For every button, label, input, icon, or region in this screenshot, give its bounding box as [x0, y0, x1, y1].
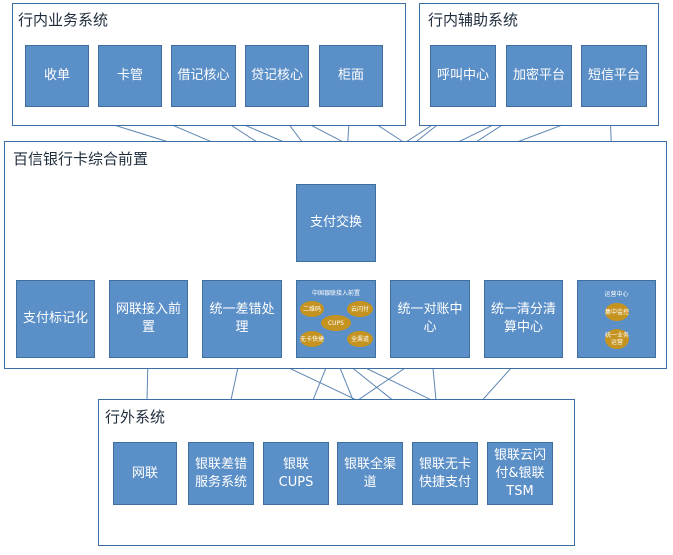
- node-unionpay-all-channel[interactable]: 银联全渠道: [337, 442, 403, 505]
- node-call-center[interactable]: 呼叫中心: [430, 45, 496, 107]
- node-unionpay-error-service[interactable]: 银联差错服务系统: [188, 442, 254, 505]
- node-error-handling[interactable]: 统一差错处理: [202, 280, 282, 358]
- node-encryption[interactable]: 加密平台: [506, 45, 572, 107]
- oval-quanqudao: 全渠道: [347, 331, 373, 347]
- node-clearing[interactable]: 统一清分清算中心: [484, 280, 563, 358]
- node-shoudan[interactable]: 收单: [25, 45, 89, 107]
- internal-business-title: 行内业务系统: [18, 11, 109, 29]
- oval-cups: CUPS: [321, 315, 351, 331]
- node-kaguan[interactable]: 卡管: [98, 45, 162, 107]
- node-wanglian[interactable]: 网联: [113, 442, 177, 505]
- node-unionpay-cloud-tsm[interactable]: 银联云闪付&银联TSM: [487, 442, 553, 505]
- node-jieji-core[interactable]: 借记核心: [171, 45, 236, 107]
- node-wanglian-access[interactable]: 网联接入前置: [109, 280, 188, 358]
- oval-wuka: 无卡快捷: [300, 331, 324, 347]
- node-payment-exchange[interactable]: 支付交换: [296, 184, 376, 262]
- node-operations-center[interactable]: 运营中心 集中监控 统一业务运营: [577, 280, 656, 358]
- node-guimian[interactable]: 柜面: [319, 45, 383, 107]
- oval-monitoring: 集中监控: [605, 303, 629, 321]
- front-title: 百信银行卡综合前置: [13, 150, 149, 168]
- node-unionpay-access[interactable]: 中国银联接入前置 二维码 云闪付 CUPS 无卡快捷 全渠道: [296, 280, 376, 358]
- operations-center-title: 运营中心: [604, 291, 629, 298]
- node-reconciliation[interactable]: 统一对账中心: [390, 280, 470, 358]
- oval-yunshanfu: 云闪付: [347, 301, 373, 317]
- node-unionpay-cups[interactable]: 银联CUPS: [263, 442, 329, 505]
- node-unionpay-cardless[interactable]: 银联无卡快捷支付: [412, 442, 478, 505]
- unionpay-access-title: 中国银联接入前置: [311, 290, 360, 297]
- external-title: 行外系统: [105, 408, 166, 426]
- oval-qrcode: 二维码: [300, 301, 324, 317]
- node-tokenization[interactable]: 支付标记化: [16, 280, 95, 358]
- node-sms[interactable]: 短信平台: [581, 45, 647, 107]
- node-daiji-core[interactable]: 贷记核心: [245, 45, 309, 107]
- internal-aux-title: 行内辅助系统: [428, 11, 519, 29]
- oval-operations: 统一业务运营: [605, 329, 629, 349]
